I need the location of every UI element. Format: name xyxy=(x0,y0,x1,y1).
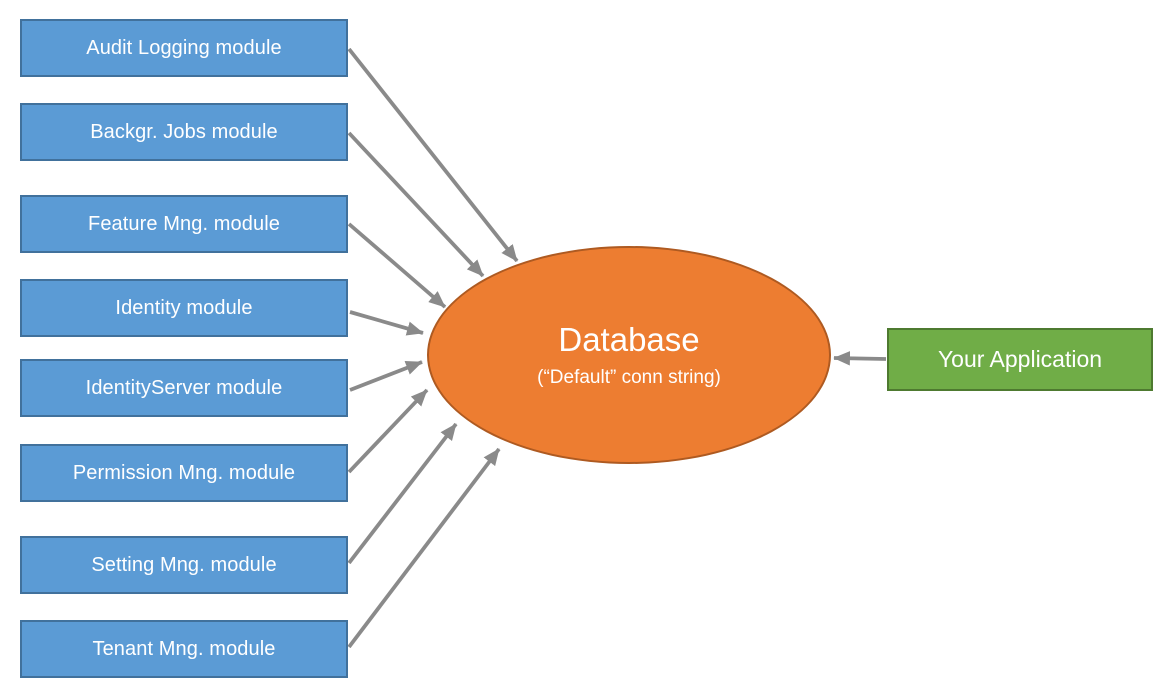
module-label: Feature Mng. module xyxy=(88,212,280,235)
module-box-identity: Identity module xyxy=(20,279,348,337)
arrow-application-to-database xyxy=(833,351,887,366)
module-label: Tenant Mng. module xyxy=(92,637,276,660)
module-box-audit-logging: Audit Logging module xyxy=(20,19,348,77)
module-label: Permission Mng. module xyxy=(72,461,296,484)
arrow-identity-to-database xyxy=(349,310,424,336)
arrow-identity-server-to-database xyxy=(349,360,423,392)
module-box-feature-mng: Feature Mng. module xyxy=(20,195,348,253)
module-label: IdentityServer module xyxy=(85,376,283,399)
module-box-tenant-mng: Tenant Mng. module xyxy=(20,620,348,678)
module-label: Backgr. Jobs module xyxy=(90,120,278,143)
module-box-setting-mng: Setting Mng. module xyxy=(20,536,348,594)
module-box-identity-server: IdentityServer module xyxy=(20,359,348,417)
application-label: Your Application xyxy=(937,346,1103,372)
arrow-permission-mng-to-database xyxy=(347,388,429,474)
module-label: Audit Logging module xyxy=(86,36,282,59)
database-title: Database xyxy=(558,320,700,358)
module-box-backgr-jobs: Backgr. Jobs module xyxy=(20,103,348,161)
database-subtitle: (“Default” conn string) xyxy=(537,366,721,388)
module-box-permission-mng: Permission Mng. module xyxy=(20,444,348,502)
module-label: Setting Mng. module xyxy=(91,553,277,576)
database-ellipse: Database (“Default” conn string) xyxy=(427,246,831,464)
arrow-setting-mng-to-database xyxy=(347,422,458,565)
application-box: Your Application xyxy=(887,328,1153,391)
arrow-feature-mng-to-database xyxy=(347,222,447,309)
arrow-tenant-mng-to-database xyxy=(347,447,501,649)
arrow-backgr-jobs-to-database xyxy=(347,131,485,278)
arrow-audit-logging-to-database xyxy=(347,47,519,263)
module-label: Identity module xyxy=(115,296,253,319)
